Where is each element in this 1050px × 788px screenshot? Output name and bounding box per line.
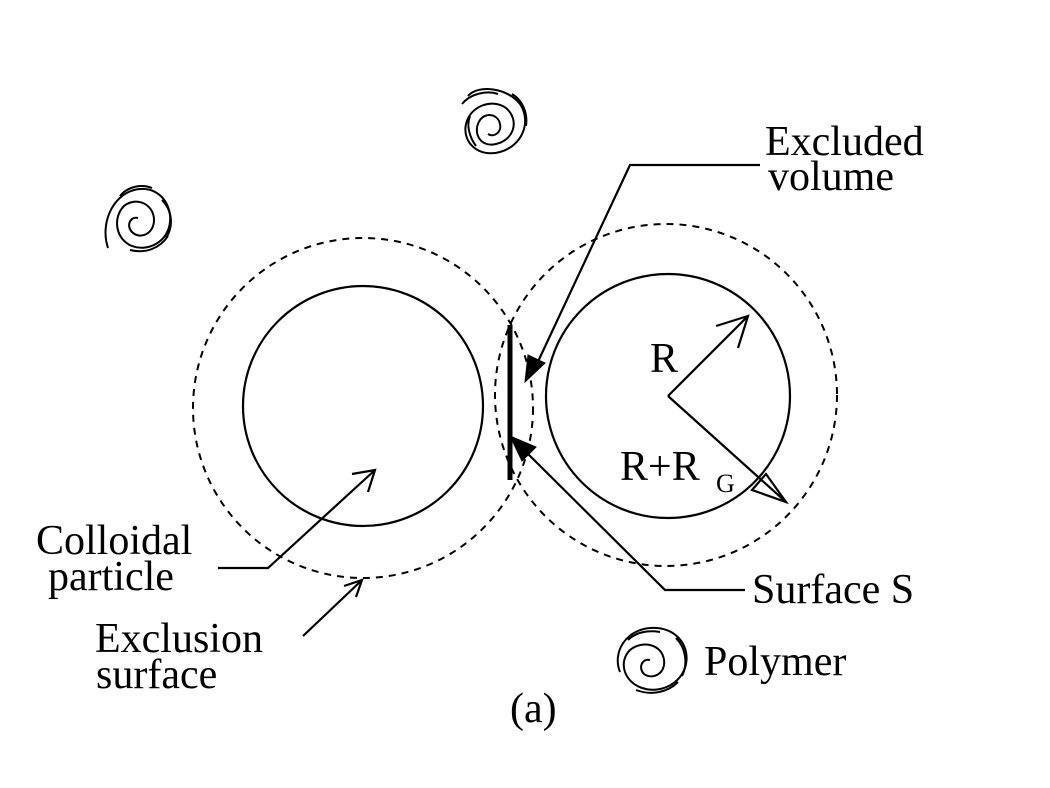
colloidal-particle-label-line2: particle — [48, 554, 174, 600]
right-colloidal-particle — [544, 272, 792, 520]
left-exclusion-surface — [192, 237, 534, 579]
polymer-coil-left — [104, 185, 172, 253]
panel-label: (a) — [510, 686, 557, 732]
radius-r-label: R — [650, 336, 678, 382]
polymer-label: Polymer — [704, 639, 846, 685]
exclusion-surface-label-line1: Exclusion — [95, 616, 263, 662]
polymer-coil-legend — [616, 626, 688, 694]
excluded-volume-label-line2: volume — [768, 154, 894, 200]
left-colloidal-particle — [241, 284, 485, 528]
right-exclusion-surface — [494, 223, 838, 567]
radius-r-plus-rg-arrow — [667, 395, 789, 505]
exclusion-surface-label-line2: surface — [96, 652, 217, 698]
excluded-volume-label-line1: Excluded — [765, 119, 924, 165]
surface-s-pointer — [508, 435, 745, 592]
radius-r-arrow — [667, 314, 750, 397]
exclusion-surface-pointer — [302, 578, 364, 637]
polymer-coil-top — [461, 88, 528, 155]
colloidal-particle-label-line1: Colloidal — [36, 518, 192, 564]
surface-s-label: Surface S — [752, 567, 914, 613]
excluded-volume-pointer — [524, 163, 760, 384]
radius-r-plus-rg-label: R+R — [620, 444, 700, 490]
colloidal-particle-pointer — [218, 468, 377, 570]
radius-rg-subscript: G — [716, 469, 735, 498]
